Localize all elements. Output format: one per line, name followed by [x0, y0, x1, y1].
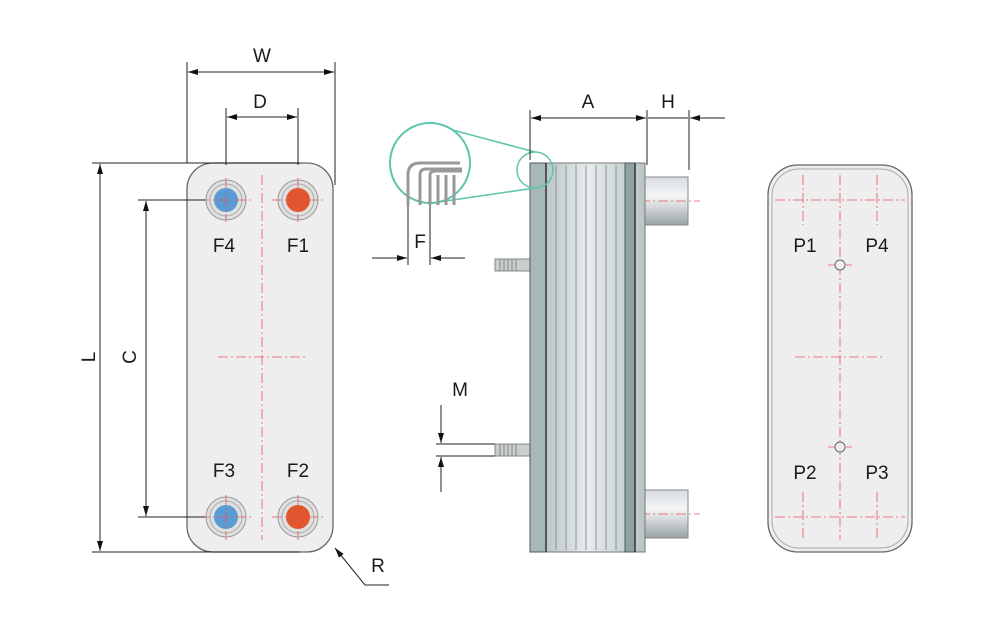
dimension-c: C — [120, 199, 205, 518]
front-plate — [186, 162, 334, 553]
side-view: A H F M — [372, 92, 725, 553]
dimension-f: F — [372, 205, 465, 265]
port-label-f3: F3 — [213, 461, 235, 482]
port-label-p2: P2 — [793, 463, 816, 484]
dimension-m: M — [436, 380, 495, 492]
plate-pack — [529, 162, 646, 553]
svg-text:A: A — [582, 92, 595, 113]
magnifier-detail — [389, 122, 554, 205]
stud-hole-bottom — [834, 441, 846, 453]
svg-text:L: L — [79, 352, 100, 363]
dimension-l: L — [79, 162, 300, 553]
port-label-p1: P1 — [793, 236, 816, 257]
port-label-p4: P4 — [865, 236, 889, 257]
back-view: P1 P4 P2 P3 — [767, 164, 913, 553]
svg-text:F: F — [414, 232, 426, 253]
svg-text:M: M — [452, 380, 468, 401]
stud-top — [494, 258, 531, 272]
dimension-r: R — [334, 547, 389, 586]
dimension-a: A — [529, 92, 648, 165]
port-label-f2: F2 — [287, 461, 309, 482]
dimension-d: D — [225, 92, 299, 165]
dimension-w: W — [186, 46, 336, 185]
port-label-p3: P3 — [865, 463, 888, 484]
front-view: F4 F1 F3 F2 W D L C R — [79, 46, 389, 586]
dimension-h: H — [648, 92, 725, 170]
svg-text:R: R — [371, 556, 385, 577]
stud-hole-top — [834, 259, 846, 271]
svg-text:W: W — [253, 46, 271, 67]
port-label-f1: F1 — [287, 236, 309, 257]
svg-text:D: D — [253, 92, 267, 113]
stud-bottom — [494, 443, 531, 457]
svg-text:C: C — [120, 350, 141, 364]
port-label-f4: F4 — [213, 236, 236, 257]
svg-text:H: H — [661, 92, 675, 113]
